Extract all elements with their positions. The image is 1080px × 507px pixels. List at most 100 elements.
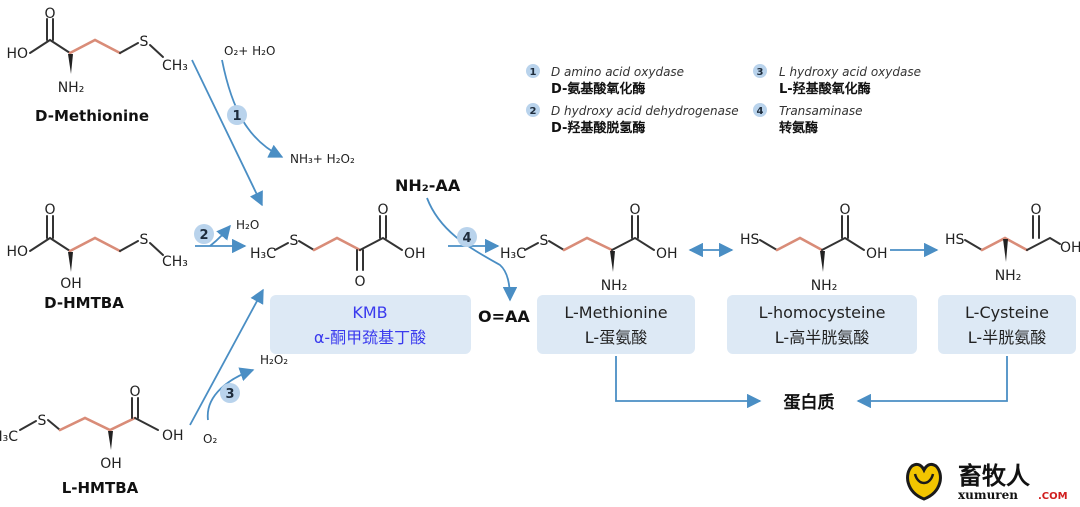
- legend-enzyme-cn: L-羟基酸氧化酶: [779, 81, 871, 97]
- wedge-bond: [820, 251, 825, 272]
- step-badge-1: 1: [227, 105, 247, 125]
- keto-acid-product-label: O=AA: [478, 307, 530, 326]
- methyl-label: H₃C: [500, 246, 526, 262]
- svg-text:1: 1: [232, 109, 241, 124]
- sulfur-label: S: [540, 233, 549, 249]
- legend-item-4: 4 Transaminase 转氨酶: [753, 103, 863, 136]
- l-methionine-box: L-Methionine L-蛋氨酸: [537, 295, 695, 354]
- kmb-box: KMB α-酮甲巯基丁酸: [270, 295, 471, 354]
- wedge-bond: [108, 431, 113, 450]
- cysteine-protein-arrow: [856, 356, 1008, 409]
- hydroxyl-label: OH: [404, 246, 426, 262]
- legend-item-3: 3 L hydroxy acid oxydase L-羟基酸氧化酶: [753, 64, 921, 97]
- methyl-label: H₃C: [0, 429, 18, 445]
- step-badge-2: 2: [194, 224, 214, 244]
- hydroxyl-label: OH: [1060, 240, 1080, 256]
- hydroxyl-label: HO: [6, 244, 28, 260]
- logo-chinese-text: 畜牧人: [958, 462, 1030, 490]
- step1-products: NH₃+ H₂O₂: [290, 152, 355, 166]
- legend-enzyme-en: D hydroxy acid dehydrogenase: [551, 104, 739, 118]
- sulfur-label: S: [38, 413, 47, 429]
- kmb-structure: H₃C S O O OH: [250, 202, 426, 290]
- sulfur-label: S: [290, 233, 299, 249]
- d-methionine-structure: O HO S CH₃ NH₂ D-Methionine: [6, 6, 187, 125]
- step-badge-4: 4: [457, 227, 477, 247]
- wedge-bond: [68, 54, 73, 74]
- step3-side-arrow: [207, 367, 255, 421]
- oxygen-label: O: [44, 202, 55, 218]
- logo-emblem-icon: [906, 462, 942, 501]
- enzyme-legend: 1 D amino acid oxydase D-氨基酸氧化酶 2 D hydr…: [526, 64, 921, 136]
- alpha-hydroxyl-label: OH: [100, 456, 122, 472]
- l-homocysteine-name: L-homocysteine: [759, 303, 886, 322]
- legend-enzyme-cn: D-氨基酸氧化酶: [551, 81, 645, 97]
- hydroxyl-label: OH: [866, 246, 888, 262]
- step2-product: H₂O: [236, 218, 259, 232]
- l-methionine-structure: H₃C S O OH NH₂: [500, 202, 678, 294]
- amino-label: NH₂: [58, 80, 85, 96]
- l-cysteine-box: L-Cysteine L-半胱氨酸: [938, 295, 1076, 354]
- legend-enzyme-cn: D-羟基酸脱氢酶: [551, 120, 645, 136]
- logo-english-text: xumuren: [958, 488, 1018, 502]
- step2-side-arrow: [209, 224, 231, 247]
- methyl-label: CH₃: [162, 58, 188, 74]
- svg-text:4: 4: [462, 231, 471, 246]
- sulfur-label: S: [140, 232, 149, 248]
- l-methionine-chinese-name: L-蛋氨酸: [585, 328, 647, 347]
- svg-text:4: 4: [757, 106, 764, 117]
- keto-oxygen-label: O: [354, 274, 365, 290]
- svg-text:1: 1: [530, 67, 537, 78]
- legend-enzyme-en: L hydroxy acid oxydase: [779, 65, 921, 79]
- l-homocysteine-structure: HS O OH NH₂: [740, 202, 888, 294]
- step1-reactants: O₂+ H₂O: [224, 44, 275, 58]
- l-cysteine-chinese-name: L-半胱氨酸: [968, 328, 1046, 347]
- methyl-label: H₃C: [250, 246, 276, 262]
- oxygen-label: O: [839, 202, 850, 218]
- svg-text:2: 2: [199, 228, 208, 243]
- l-hmtba-structure: H₃C S O OH OH L-HMTBA: [0, 384, 184, 497]
- wedge-bond: [610, 251, 615, 272]
- legend-item-2: 2 D hydroxy acid dehydrogenase D-羟基酸脱氢酶: [526, 103, 739, 136]
- l-cysteine-name: L-Cysteine: [965, 303, 1049, 322]
- l-homocysteine-box: L-homocysteine L-高半胱氨酸: [727, 295, 917, 354]
- wedge-bond: [1003, 239, 1008, 262]
- svg-text:3: 3: [225, 387, 234, 402]
- amino-label: NH₂: [811, 278, 838, 294]
- oxygen-label: O: [377, 202, 388, 218]
- methyl-label: CH₃: [162, 254, 188, 270]
- hydroxyl-label: OH: [656, 246, 678, 262]
- kmb-chinese-name: α-酮甲巯基丁酸: [314, 328, 426, 347]
- step3-main-arrow: [189, 288, 264, 426]
- logo-com-text: .COM: [1038, 491, 1068, 502]
- step3-product: H₂O₂: [260, 353, 288, 367]
- oxygen-label: O: [44, 6, 55, 22]
- step1-main-arrow: [191, 59, 263, 207]
- step3-reactant: O₂: [203, 432, 217, 446]
- kmb-name: KMB: [352, 303, 387, 322]
- svg-text:3: 3: [757, 67, 764, 78]
- amino-label: NH₂: [601, 278, 628, 294]
- hydroxyl-label: HO: [6, 46, 28, 62]
- legend-enzyme-en: Transaminase: [779, 104, 863, 118]
- hydroxyl-label: OH: [162, 428, 184, 444]
- thiol-label: HS: [740, 232, 760, 248]
- l-homocysteine-chinese-name: L-高半胱氨酸: [775, 328, 869, 347]
- xumuren-logo: 畜牧人 xumuren .COM: [906, 462, 1068, 502]
- alpha-hydroxyl-label: OH: [60, 276, 82, 292]
- l-cysteine-structure: HS O OH NH₂: [945, 202, 1080, 284]
- legend-enzyme-en: D amino acid oxydase: [551, 65, 684, 79]
- methionine-protein-arrow: [615, 356, 762, 409]
- step-badge-3: 3: [220, 383, 240, 403]
- legend-enzyme-cn: 转氨酶: [779, 120, 818, 136]
- compound-name-d-hmtba: D-HMTBA: [44, 294, 124, 312]
- thiol-label: HS: [945, 232, 965, 248]
- wedge-bond: [68, 252, 73, 272]
- l-methionine-name: L-Methionine: [564, 303, 667, 322]
- oxygen-label: O: [129, 384, 140, 400]
- protein-label: 蛋白质: [784, 392, 835, 413]
- oxygen-label: O: [629, 202, 640, 218]
- sulfur-label: S: [140, 34, 149, 50]
- oxygen-label: O: [1030, 202, 1041, 218]
- step4-transamination-arrow: [426, 197, 518, 302]
